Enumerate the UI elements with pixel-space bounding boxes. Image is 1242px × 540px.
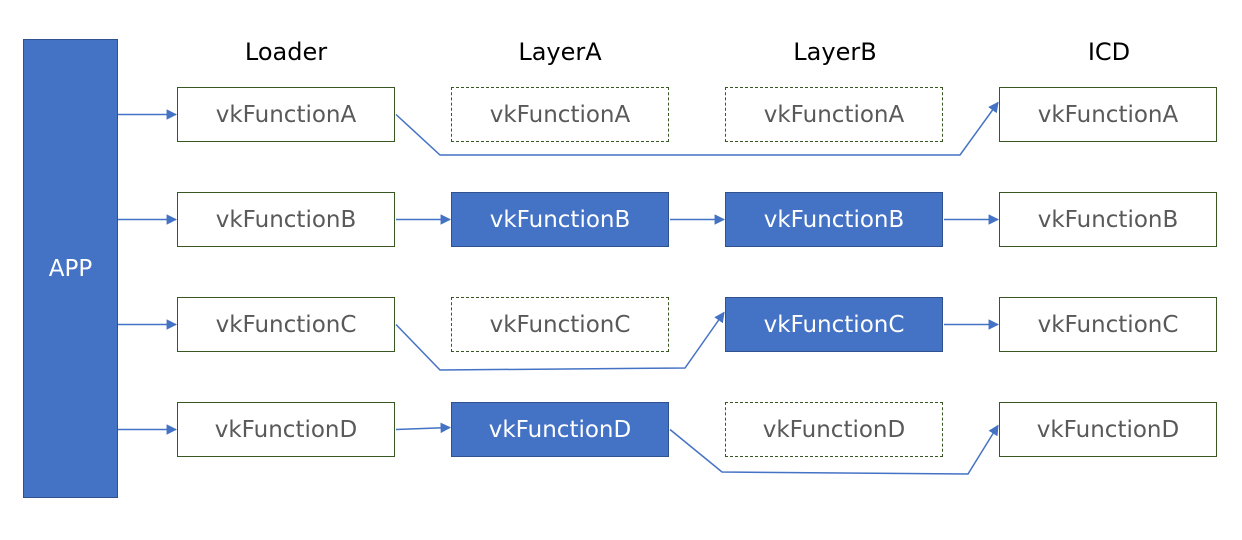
layera-vkfunctionc-box: vkFunctionC: [451, 297, 669, 352]
box-label: vkFunctionC: [489, 311, 631, 338]
loader-vkfunctionb-box: vkFunctionB: [177, 192, 395, 247]
box-label: vkFunctionB: [763, 206, 905, 233]
box-label: vkFunctionA: [763, 101, 905, 128]
row-d-loader-to-layera-arrow: [395, 422, 452, 434]
box-label: vkFunctionB: [1037, 206, 1179, 233]
box-label: vkFunctionB: [215, 206, 357, 233]
column-header-layerb: LayerB: [793, 38, 877, 66]
box-label: vkFunctionC: [1037, 311, 1179, 338]
box-label: vkFunctionD: [488, 416, 632, 443]
row-a-loader-to-icd-arrow: [395, 101, 999, 156]
column-header-loader: Loader: [244, 38, 328, 66]
column-header-icd: ICD: [1087, 38, 1131, 66]
icd-vkfunctionc-box: vkFunctionC: [999, 297, 1217, 352]
box-label: vkFunctionD: [762, 416, 906, 443]
box-label: vkFunctionD: [1036, 416, 1180, 443]
icd-vkfunctiond-box: vkFunctionD: [999, 402, 1217, 457]
box-label: vkFunctionC: [215, 311, 357, 338]
box-label: vkFunctionA: [1037, 101, 1179, 128]
column-header-layera: LayerA: [518, 38, 602, 66]
row-d-layera-to-icd-arrow: [669, 424, 999, 475]
box-label: vkFunctionB: [489, 206, 631, 233]
app-label: APP: [48, 255, 93, 282]
layerb-vkfunctiond-box: vkFunctionD: [725, 402, 943, 457]
row-c-loader-to-layerb-arrow: [395, 311, 725, 371]
box-label: vkFunctionC: [763, 311, 905, 338]
loader-vkfunctiona-box: vkFunctionA: [177, 87, 395, 142]
box-label: vkFunctionA: [215, 101, 357, 128]
layerb-vkfunctionb-box: vkFunctionB: [725, 192, 943, 247]
layera-vkfunctiona-box: vkFunctionA: [451, 87, 669, 142]
layerb-vkfunctionc-box: vkFunctionC: [725, 297, 943, 352]
icd-vkfunctiona-box: vkFunctionA: [999, 87, 1217, 142]
layera-vkfunctionb-box: vkFunctionB: [451, 192, 669, 247]
layerb-vkfunctiona-box: vkFunctionA: [725, 87, 943, 142]
app-block: APP: [23, 39, 118, 498]
loader-vkfunctiond-box: vkFunctionD: [177, 402, 395, 457]
icd-vkfunctionb-box: vkFunctionB: [999, 192, 1217, 247]
layera-vkfunctiond-box: vkFunctionD: [451, 402, 669, 457]
loader-vkfunctionc-box: vkFunctionC: [177, 297, 395, 352]
box-label: vkFunctionA: [489, 101, 631, 128]
box-label: vkFunctionD: [214, 416, 358, 443]
